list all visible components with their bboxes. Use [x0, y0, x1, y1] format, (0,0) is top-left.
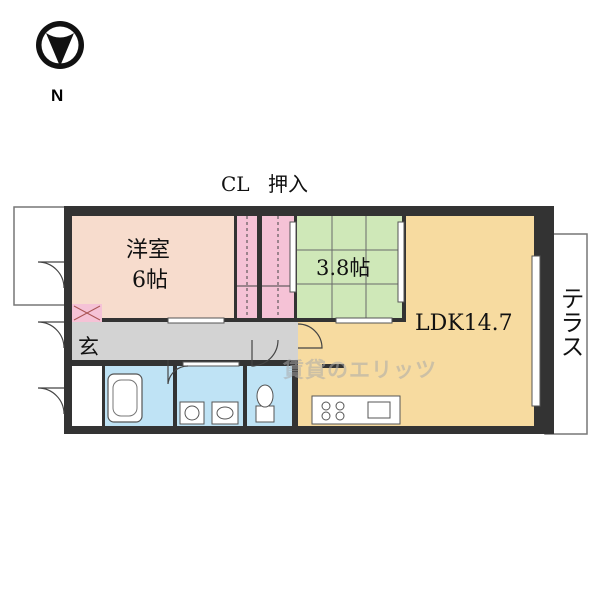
western-room: [72, 216, 234, 318]
kitchen-counter: [311, 395, 401, 425]
closet-label: CL: [221, 172, 250, 196]
toilet-icon: [255, 384, 275, 423]
ldk-room-upper: [406, 216, 534, 426]
laundry-pan-icon: [73, 305, 101, 321]
windows: [167, 221, 541, 407]
terrace-label: テラス: [556, 286, 584, 358]
western-room-size: 6帖: [132, 268, 168, 293]
tatami-grid: [297, 216, 402, 318]
closet-shelf-lines: [237, 216, 294, 318]
ldk-label: LDK14.7: [415, 311, 513, 336]
balcony-outline: [13, 206, 67, 306]
entrance-hall: [72, 322, 298, 360]
western-room-label: 洋室: [126, 238, 171, 263]
tatami-room: [297, 216, 402, 318]
washbasin-icon: [211, 401, 239, 425]
bathtub-icon: [107, 373, 143, 423]
doors: [37, 261, 323, 415]
storage-left: [72, 366, 102, 426]
compass-north-label: N: [51, 86, 64, 105]
compass-icon: [36, 21, 84, 69]
oshiire-label: 押入: [268, 172, 308, 196]
tatami-room-size: 3.8帖: [316, 256, 371, 280]
entrance-label: 玄: [78, 335, 99, 359]
washing-machine-icon: [179, 401, 205, 425]
refrigerator-space: [322, 364, 344, 368]
watermark-logo: 賃貸のエリッツ: [283, 358, 437, 382]
